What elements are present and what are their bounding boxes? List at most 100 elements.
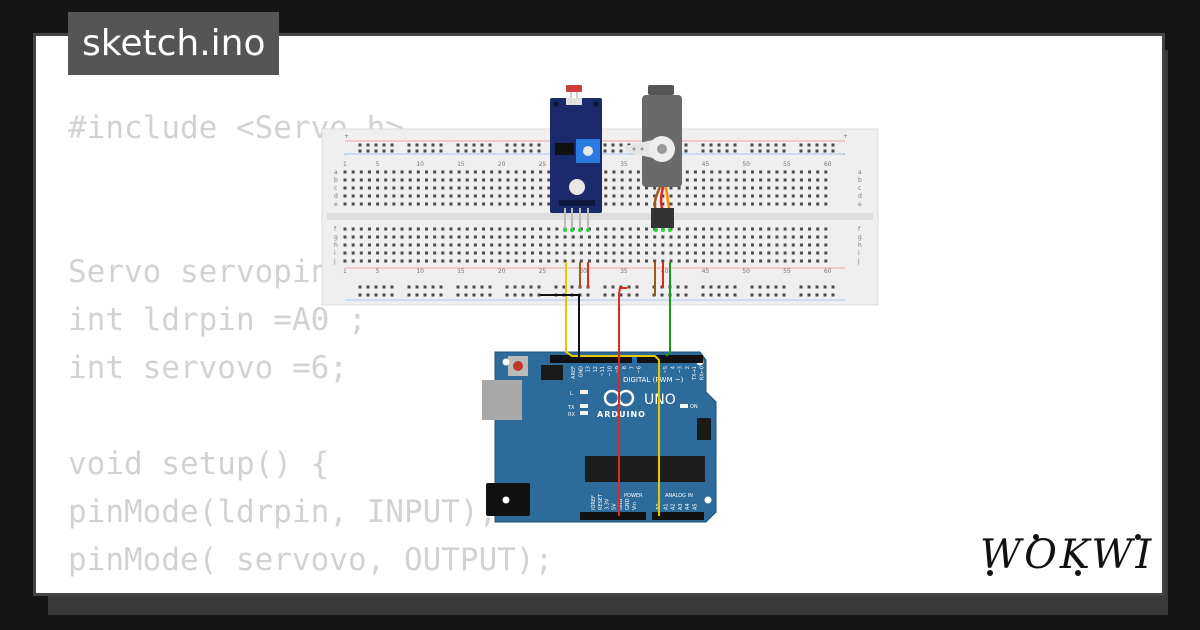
breadboard-hole <box>734 194 738 198</box>
breadboard-hole <box>416 178 420 182</box>
breadboard-hole <box>636 194 640 198</box>
breadboard-hole <box>366 293 370 297</box>
breadboard-hole <box>669 202 673 206</box>
breadboard-hole <box>425 186 428 190</box>
breadboard-hole <box>433 251 437 255</box>
breadboard-hole <box>774 285 778 289</box>
arduino-brand: ARDUINO <box>597 410 646 419</box>
breadboard-hole <box>635 293 639 297</box>
breadboard-hole <box>799 251 803 255</box>
breadboard-hole <box>685 235 689 239</box>
breadboard-hole <box>767 251 771 255</box>
breadboard-hole <box>816 243 820 247</box>
breadboard-hole <box>539 186 543 190</box>
breadboard-hole <box>808 243 812 247</box>
pin-label: 5V <box>611 503 617 510</box>
breadboard-hole <box>488 149 492 153</box>
breadboard-hole <box>775 178 779 182</box>
breadboard-hole <box>823 149 827 153</box>
on-label: ON <box>690 404 698 410</box>
breadboard-hole <box>783 194 787 198</box>
breadboard-hole <box>824 235 828 239</box>
breadboard-hole <box>473 202 477 206</box>
breadboard-hole <box>539 251 543 255</box>
breadboard-hole <box>620 251 624 255</box>
breadboard-hole <box>376 227 380 231</box>
breadboard-hole <box>563 235 567 239</box>
breadboard-hole <box>530 194 534 198</box>
breadboard-hole <box>505 143 509 147</box>
breadboard-hole <box>710 251 714 255</box>
breadboard-hole <box>506 227 510 231</box>
breadboard-hole <box>661 259 665 263</box>
breadboard-hole <box>408 170 412 174</box>
breadboard-hole <box>343 186 347 190</box>
breadboard-hole <box>653 251 657 255</box>
breadboard-hole <box>358 143 362 147</box>
breadboard-hole <box>416 202 420 206</box>
breadboard-hole <box>775 259 779 263</box>
breadboard-hole <box>596 259 600 263</box>
breadboard-hole <box>611 149 615 153</box>
breadboard-hole <box>530 170 534 174</box>
breadboard-hole <box>620 186 624 190</box>
breadboard-hole <box>742 202 746 206</box>
breadboard-hole <box>653 186 657 190</box>
breadboard-hole <box>465 186 469 190</box>
column-number: 35 <box>620 268 628 275</box>
breadboard-hole <box>521 285 525 289</box>
breadboard-hole <box>522 170 526 174</box>
column-number: 1 <box>343 268 347 275</box>
breadboard-hole <box>831 149 835 153</box>
breadboard-hole <box>400 259 404 263</box>
breadboard-hole <box>480 149 484 153</box>
breadboard-hole <box>758 285 762 289</box>
pin-label: RX←0 <box>700 366 706 380</box>
breadboard-hole <box>392 243 396 247</box>
breadboard-hole <box>612 194 616 198</box>
breadboard-hole <box>522 251 526 255</box>
file-tab[interactable]: sketch.ino <box>68 12 280 75</box>
breadboard-hole <box>758 149 762 153</box>
breadboard-hole <box>433 186 437 190</box>
breadboard-hole <box>824 202 828 206</box>
breadboard-hole <box>392 259 396 263</box>
breadboard-hole <box>799 243 803 247</box>
breadboard-hole <box>742 170 746 174</box>
breadboard-hole <box>522 235 526 239</box>
breadboard-hole <box>831 143 835 147</box>
breadboard-hole <box>799 143 803 147</box>
breadboard-hole <box>684 293 688 297</box>
breadboard-hole <box>604 186 608 190</box>
breadboard-hole <box>514 243 518 247</box>
breadboard-hole <box>636 178 640 182</box>
ldr-cell <box>566 85 582 92</box>
breadboard-hole <box>423 149 427 153</box>
sensor-led <box>569 179 585 195</box>
breadboard-hole <box>514 178 518 182</box>
breadboard-hole <box>612 235 616 239</box>
breadboard-hole <box>620 243 624 247</box>
breadboard-hole <box>709 149 713 153</box>
breadboard-hole <box>701 285 705 289</box>
breadboard-hole <box>645 251 649 255</box>
breadboard-hole <box>482 194 486 198</box>
breadboard-hole <box>530 243 534 247</box>
breadboard-hole <box>596 251 600 255</box>
row-letter: j <box>333 258 336 265</box>
breadboard-hole <box>390 285 394 289</box>
breadboard-hole <box>783 243 787 247</box>
breadboard-hole <box>702 243 706 247</box>
column-number: 35 <box>620 161 628 168</box>
breadboard-hole <box>343 194 347 198</box>
breadboard-hole <box>653 235 657 239</box>
breadboard-hole <box>400 235 404 239</box>
pin-label: GND <box>618 498 624 510</box>
breadboard-hole <box>733 293 737 297</box>
breadboard-hole <box>425 259 428 263</box>
breadboard-hole <box>343 235 347 239</box>
breadboard-hole <box>513 143 517 147</box>
code-background: #include <Servo.h>Servo servopin;int ldr… <box>68 104 553 593</box>
breadboard-hole <box>750 293 754 297</box>
